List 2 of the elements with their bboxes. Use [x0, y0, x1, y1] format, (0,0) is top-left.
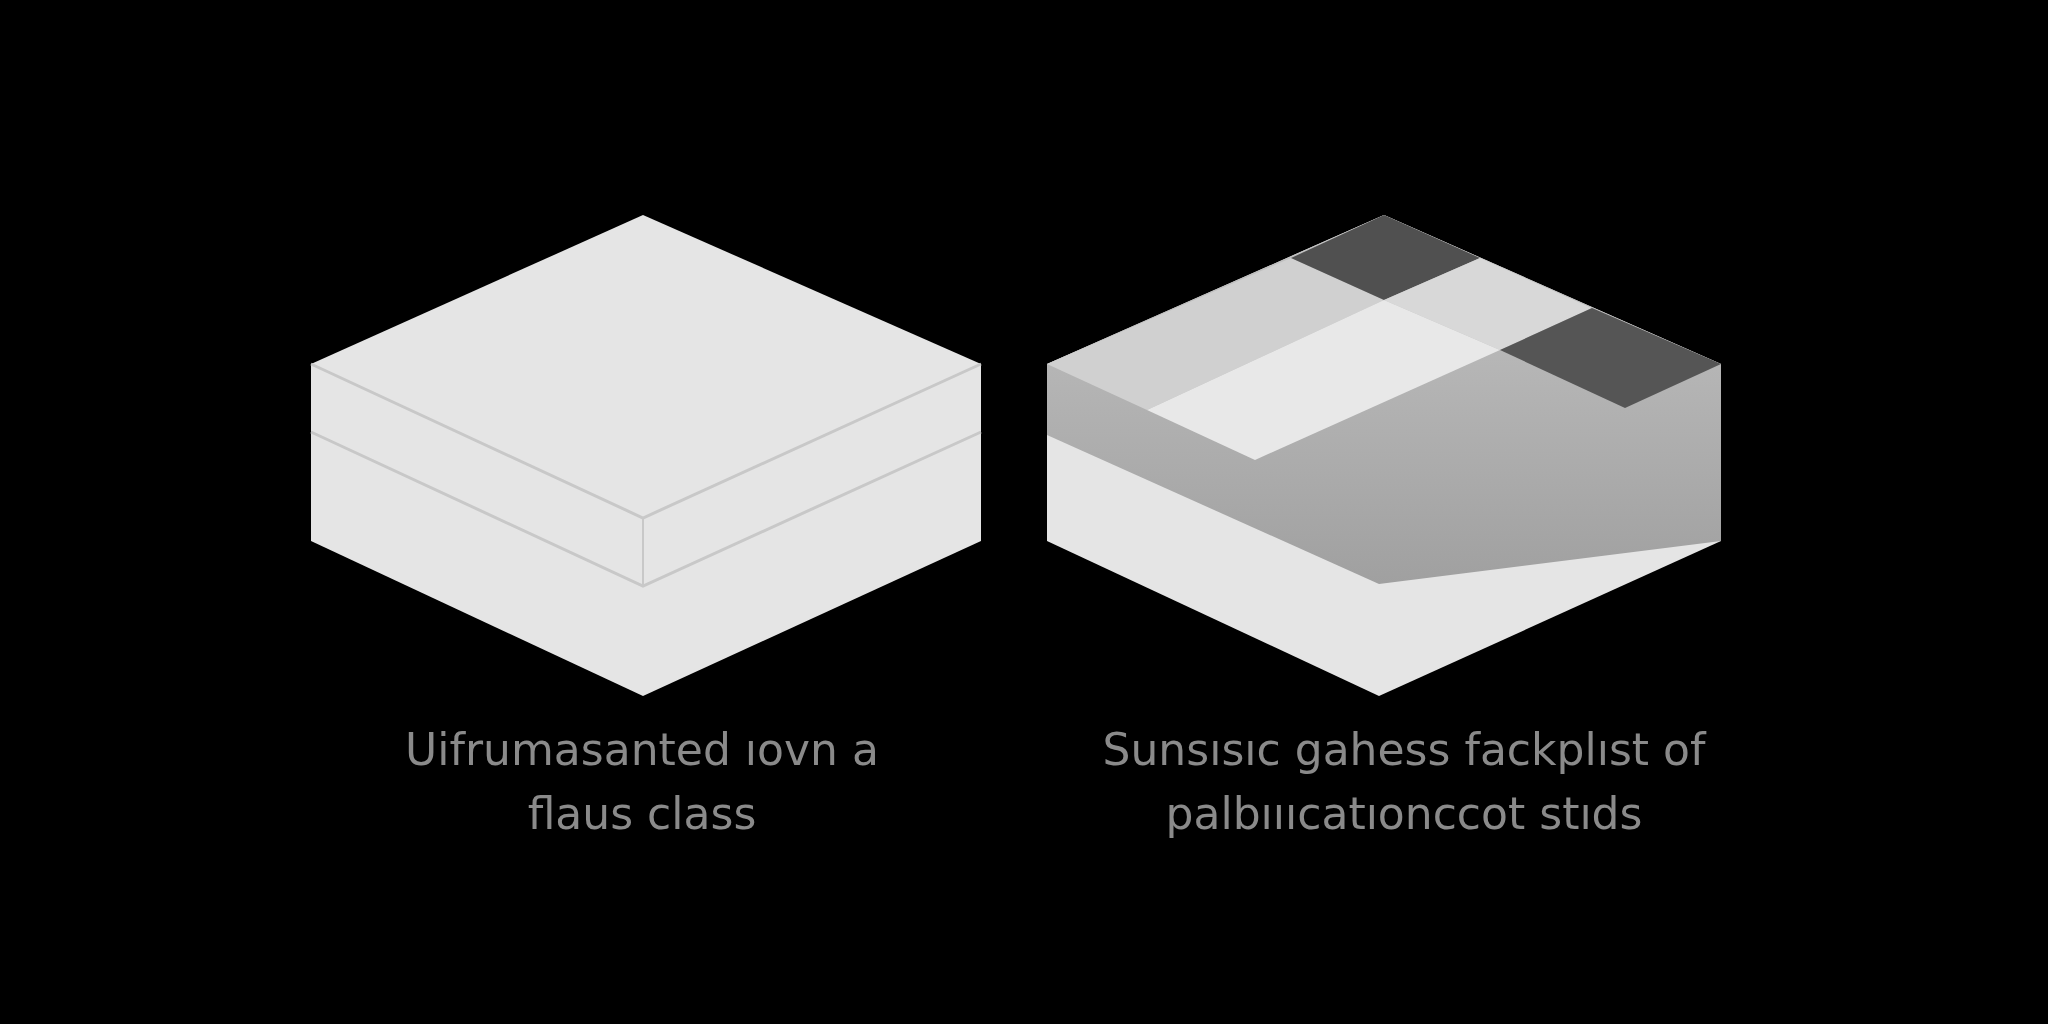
caption: Uifrumasanted ıovn a flaus class — [404, 723, 880, 841]
caption: Sunsısıc gahess fackplıst of palbıııcatıonccot stıds — [1101, 723, 1708, 841]
